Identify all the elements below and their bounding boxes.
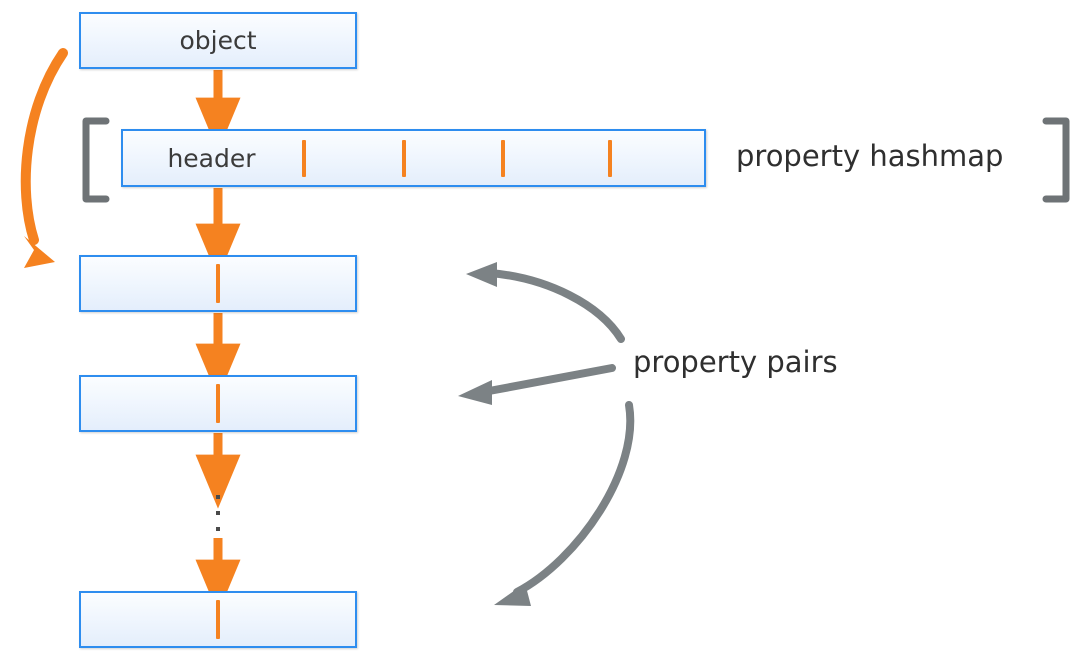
vertical-ellipsis-dot-1 xyxy=(216,495,220,499)
gray-arrow-to-pair3 xyxy=(494,401,635,606)
bracket-right xyxy=(1042,117,1070,203)
property-pair-divider-1 xyxy=(216,264,220,303)
vertical-ellipsis-dot-2 xyxy=(216,511,220,515)
gray-arrow-to-pair2 xyxy=(458,364,616,405)
property-pair-divider-3 xyxy=(216,600,220,639)
property-hashmap-label: property hashmap xyxy=(736,139,1004,173)
hashmap-tick-2 xyxy=(402,140,406,177)
object-box-label: object xyxy=(179,26,257,55)
property-pairs-label: property pairs xyxy=(633,345,838,379)
property-pair-divider-2 xyxy=(216,384,220,423)
hashmap-tick-1 xyxy=(302,140,306,177)
hashmap-tick-3 xyxy=(501,140,505,177)
bracket-left xyxy=(82,117,110,203)
hashmap-tick-4 xyxy=(608,140,612,177)
object-box[interactable] xyxy=(79,12,357,69)
orange-curved-arrow-object-to-pairs xyxy=(20,48,68,268)
vertical-ellipsis-dot-3 xyxy=(216,527,220,531)
header-box-label: header xyxy=(167,143,256,173)
gray-arrow-to-pair1 xyxy=(466,262,625,343)
